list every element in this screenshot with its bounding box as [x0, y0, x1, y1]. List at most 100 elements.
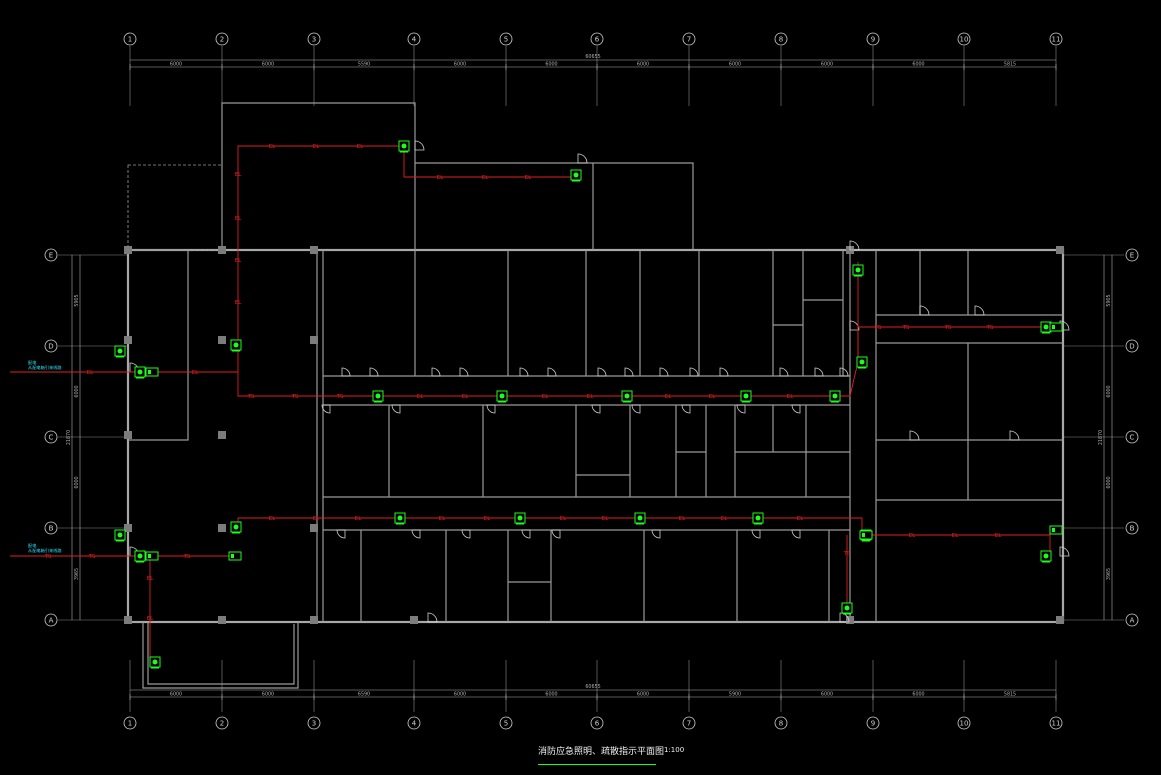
emergency-light-lamp — [832, 393, 838, 399]
emergency-light-lamp — [117, 348, 123, 354]
label-emergency: EL — [721, 516, 728, 522]
bottom-dim-overall-text: 60655 — [585, 684, 600, 690]
top-dim-segment-text: 6000 — [545, 62, 557, 68]
door-swing — [1059, 320, 1070, 331]
label-signage: TS — [88, 554, 96, 560]
top-dim-segment-text: 6000 — [912, 62, 924, 68]
label-emergency: EL — [679, 516, 686, 522]
emergency-light-icon — [114, 345, 126, 358]
top-dim-segment-text: 6000 — [170, 62, 182, 68]
label-emergency: EL — [147, 576, 154, 582]
label-emergency: EL — [269, 144, 276, 150]
emergency-light-lamp — [233, 342, 239, 348]
axis-col-6-bottom-circle — [590, 716, 604, 730]
axis-row-B-right-label: B — [1130, 525, 1135, 533]
drawing-title: 消防应急照明、疏散指示平面图 — [538, 747, 665, 757]
drawing-scale: 1:100 — [664, 746, 685, 754]
axis-col-3-bottom-circle — [307, 716, 321, 730]
column — [310, 246, 318, 254]
door-swing — [839, 612, 850, 623]
label-emergency: EL — [417, 394, 424, 400]
door-swing — [849, 240, 860, 251]
structural-columns — [124, 246, 1064, 624]
exit-sign-icon — [1049, 525, 1063, 535]
emergency-light-icon — [394, 512, 406, 525]
top-dim-segment-text: 5590 — [358, 62, 370, 68]
axis-col-2-top-circle — [215, 32, 229, 46]
bottom-dim-segment-text: 6590 — [358, 692, 370, 698]
door-swing — [1059, 546, 1070, 557]
axis-col-4-top-label: 4 — [412, 36, 417, 44]
emergency-light-lamp — [855, 267, 861, 273]
label-emergency: EL — [355, 516, 362, 522]
axis-col-3-bottom-label: 3 — [312, 720, 316, 728]
emergency-light-icon — [514, 512, 526, 525]
emergency-light-lamp — [233, 524, 239, 530]
emergency-light-icon — [149, 656, 161, 669]
axis-col-7-top: 7 — [682, 32, 696, 46]
axis-col-10-bottom: 10 — [957, 716, 971, 730]
exit-sign-arrow — [1052, 528, 1055, 532]
column — [124, 616, 132, 624]
axis-col-8-bottom-circle — [774, 716, 788, 730]
label-emergency: EL — [147, 616, 154, 622]
right-dim-segment-text: 6000 — [1106, 476, 1112, 488]
axis-row-D-right-circle — [1125, 339, 1139, 353]
label-emergency: EL — [909, 533, 916, 539]
axis-col-4-bottom: 4 — [407, 716, 421, 730]
axis-col-11-bottom: 11 — [1049, 716, 1063, 730]
column — [410, 616, 418, 624]
emergency-light-lamp — [755, 515, 761, 521]
door-swing — [689, 367, 699, 377]
bottom-dim-segment-text: 6000 — [454, 692, 466, 698]
door-swing — [521, 529, 531, 539]
label-emergency: EL — [235, 216, 242, 222]
axis-col-6-top-circle — [590, 32, 604, 46]
axis-row-C-left-label: C — [49, 434, 54, 442]
top-dim-segment-text: 6000 — [729, 62, 741, 68]
column — [310, 336, 318, 344]
axis-col-2-bottom-label: 2 — [220, 720, 224, 728]
door-swing — [736, 404, 746, 414]
axis-row-D-right: D — [1125, 339, 1139, 353]
top-dim-segment-text: 6000 — [821, 62, 833, 68]
axis-row-E-left: E — [44, 248, 58, 262]
label-emergency: EL — [269, 516, 276, 522]
axis-row-D-left-label: D — [48, 343, 53, 351]
axis-col-2-bottom: 2 — [215, 716, 229, 730]
bottom-dim-segment-text: 5815 — [1004, 692, 1016, 698]
axis-col-1-bottom: 1 — [123, 716, 137, 730]
axis-col-10-bottom-circle — [957, 716, 971, 730]
emergency-light-icon — [496, 390, 508, 403]
axis-row-E-right-circle — [1125, 248, 1139, 262]
column — [124, 524, 132, 532]
column — [310, 524, 318, 532]
door-swing — [336, 529, 346, 539]
left-dim-segment-text: 3965 — [74, 568, 80, 580]
emergency-fixtures — [114, 140, 1063, 669]
axis-row-B-right: B — [1125, 521, 1139, 535]
axis-row-A-left-circle — [44, 613, 58, 627]
grid-lines — [58, 46, 1124, 712]
top-dim-overall-text: 60655 — [585, 54, 600, 60]
label-emergency: EL — [587, 394, 594, 400]
door-swing — [659, 367, 669, 377]
label-emergency: EL — [313, 516, 320, 522]
bottom-dim-segment-text: 6000 — [637, 692, 649, 698]
emergency-light-icon — [829, 390, 841, 403]
label-emergency: EL — [560, 516, 567, 522]
axis-row-A-left: A — [44, 613, 58, 627]
label-signage: TS — [336, 394, 344, 400]
exit-sign-frame — [228, 551, 242, 561]
label-emergency: EL — [952, 533, 959, 539]
axis-col-4-bottom-circle — [407, 716, 421, 730]
column — [124, 336, 132, 344]
axis-col-9-top: 9 — [866, 32, 880, 46]
door-swing — [591, 404, 601, 414]
axis-col-10-bottom-label: 10 — [960, 720, 969, 728]
emergency-light-lamp — [624, 393, 630, 399]
axis-col-8-top-label: 8 — [779, 36, 783, 44]
building-walls — [126, 102, 1065, 689]
left-dim-overall-text: 21870 — [66, 430, 72, 445]
exit-sign-frame — [145, 551, 159, 561]
